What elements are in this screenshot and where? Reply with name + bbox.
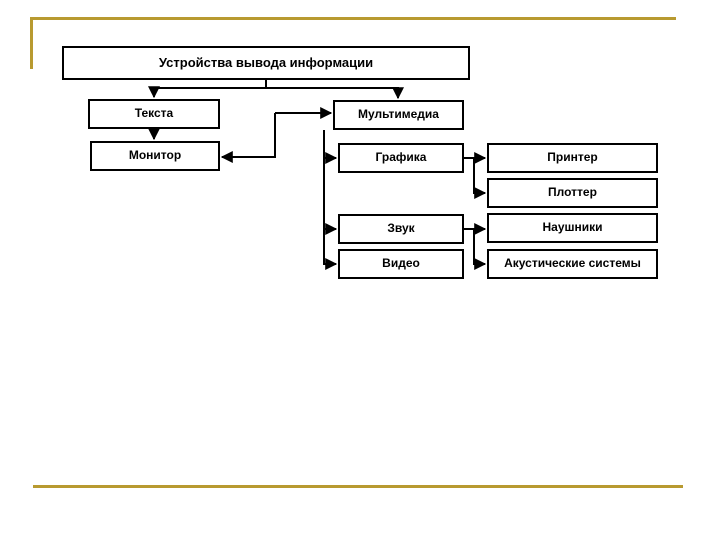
edge-multimedia-to-monitor (220, 113, 276, 163)
edge-root-to-text (148, 80, 267, 99)
top-gold-rule (30, 17, 676, 20)
edge-root-to-multimedia (265, 80, 404, 100)
node-monitor[interactable]: Монитор (90, 141, 220, 171)
node-plotter-label: Плоттер (548, 185, 597, 200)
edge-multimedia-to-graphics (323, 130, 338, 164)
node-speakers[interactable]: Акустические системы (487, 249, 658, 279)
bottom-gold-rule (33, 485, 683, 488)
node-multimedia-label: Мультимедиа (358, 107, 439, 122)
node-headphones-label: Наушники (542, 220, 603, 235)
node-sound-label: Звук (387, 221, 415, 236)
left-gold-rule (30, 17, 33, 69)
edge-sound-to-speakers (473, 229, 487, 270)
node-graphics-label: Графика (375, 150, 427, 165)
node-text[interactable]: Текста (88, 99, 220, 129)
node-video[interactable]: Видео (338, 249, 464, 279)
node-video-label: Видео (382, 256, 420, 271)
node-speakers-label: Акустические системы (504, 256, 641, 271)
node-root-label: Устройства вывода информации (158, 54, 374, 70)
node-root[interactable]: Устройства вывода информации (62, 46, 470, 80)
node-graphics[interactable]: Графика (338, 143, 464, 173)
node-printer[interactable]: Принтер (487, 143, 658, 173)
node-plotter[interactable]: Плоттер (487, 178, 658, 208)
edge-graphics-to-plotter (473, 158, 487, 199)
edge-multimedia-to-video (323, 229, 338, 270)
node-multimedia[interactable]: Мультимедиа (333, 100, 464, 130)
node-headphones[interactable]: Наушники (487, 213, 658, 243)
node-sound[interactable]: Звук (338, 214, 464, 244)
edge-multimedia-to-sound (323, 158, 338, 235)
node-monitor-label: Монитор (128, 148, 182, 163)
node-text-label: Текста (134, 106, 174, 121)
node-printer-label: Принтер (547, 150, 598, 165)
